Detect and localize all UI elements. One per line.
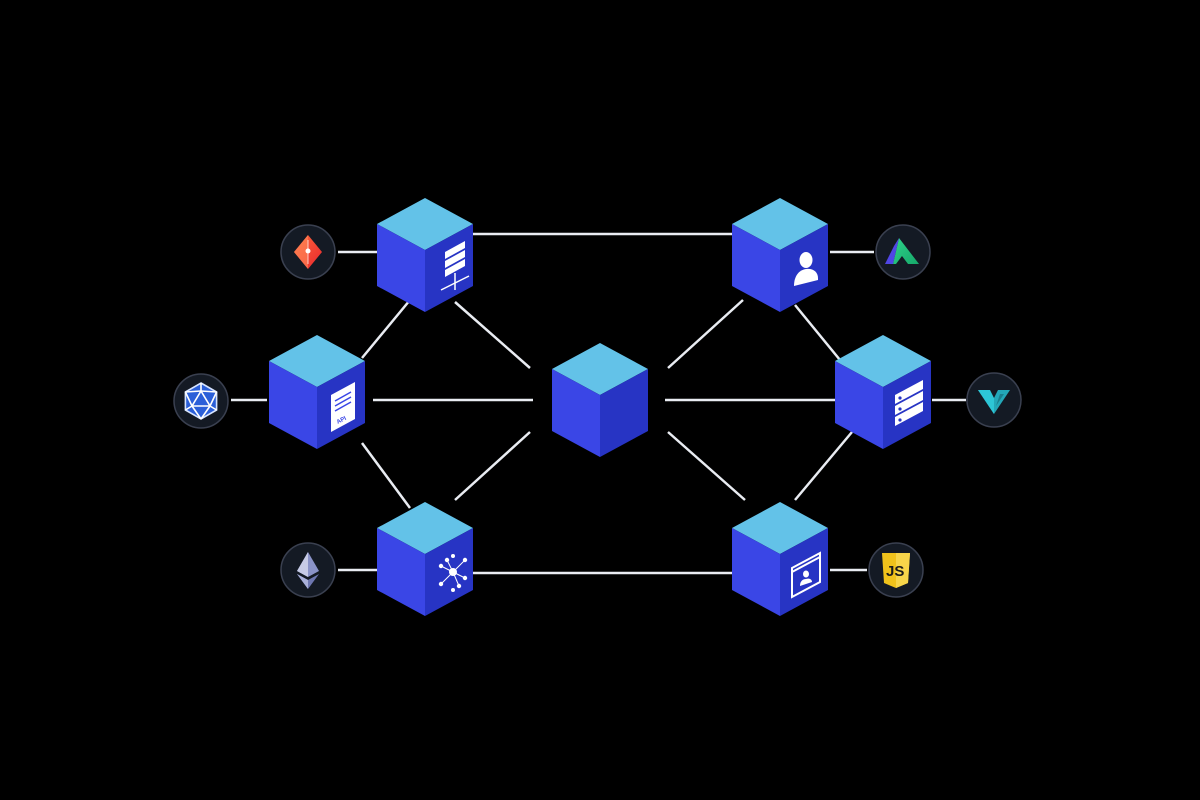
network-cube — [377, 502, 473, 616]
hub-cube — [552, 343, 648, 457]
connector-user-hub — [667, 299, 744, 369]
server-network-icon — [440, 241, 470, 291]
profile-card-icon — [791, 551, 821, 599]
connectors — [231, 232, 966, 575]
connector-network-hub — [454, 431, 531, 501]
teal-triangle-logo-badge — [966, 372, 1022, 428]
red-diamond-logo-badge — [280, 224, 336, 280]
network-nodes-icon — [438, 554, 468, 592]
javascript-logo-icon: JS — [882, 553, 910, 588]
icosahedron-logo-icon — [184, 382, 218, 420]
connector-profile-hub — [667, 431, 746, 501]
user-cube — [732, 198, 828, 312]
connector-server-hub — [454, 301, 531, 369]
red-diamond-logo-icon — [294, 235, 322, 269]
api-cube: API — [269, 335, 365, 449]
connector-user-database — [794, 304, 841, 361]
icosahedron-logo-badge — [173, 373, 229, 429]
js-label: JS — [886, 563, 904, 580]
api-document-icon: API — [331, 382, 355, 432]
connector-api-network — [360, 442, 412, 509]
green-triangle-logo-icon — [885, 238, 919, 264]
connector-database-profile — [794, 431, 853, 501]
database-icon — [895, 380, 923, 426]
ethereum-logo-icon — [297, 552, 319, 589]
profile-cube — [732, 502, 828, 616]
ethereum-logo-badge — [280, 542, 336, 598]
connector-server-api — [361, 299, 411, 359]
database-cube — [835, 335, 931, 449]
green-triangle-logo-badge — [875, 224, 931, 280]
server-cube — [377, 198, 473, 312]
api-label: API — [336, 416, 348, 426]
user-icon — [794, 252, 818, 286]
javascript-logo-badge: JS — [868, 542, 924, 598]
teal-triangle-logo-icon — [978, 390, 1010, 414]
